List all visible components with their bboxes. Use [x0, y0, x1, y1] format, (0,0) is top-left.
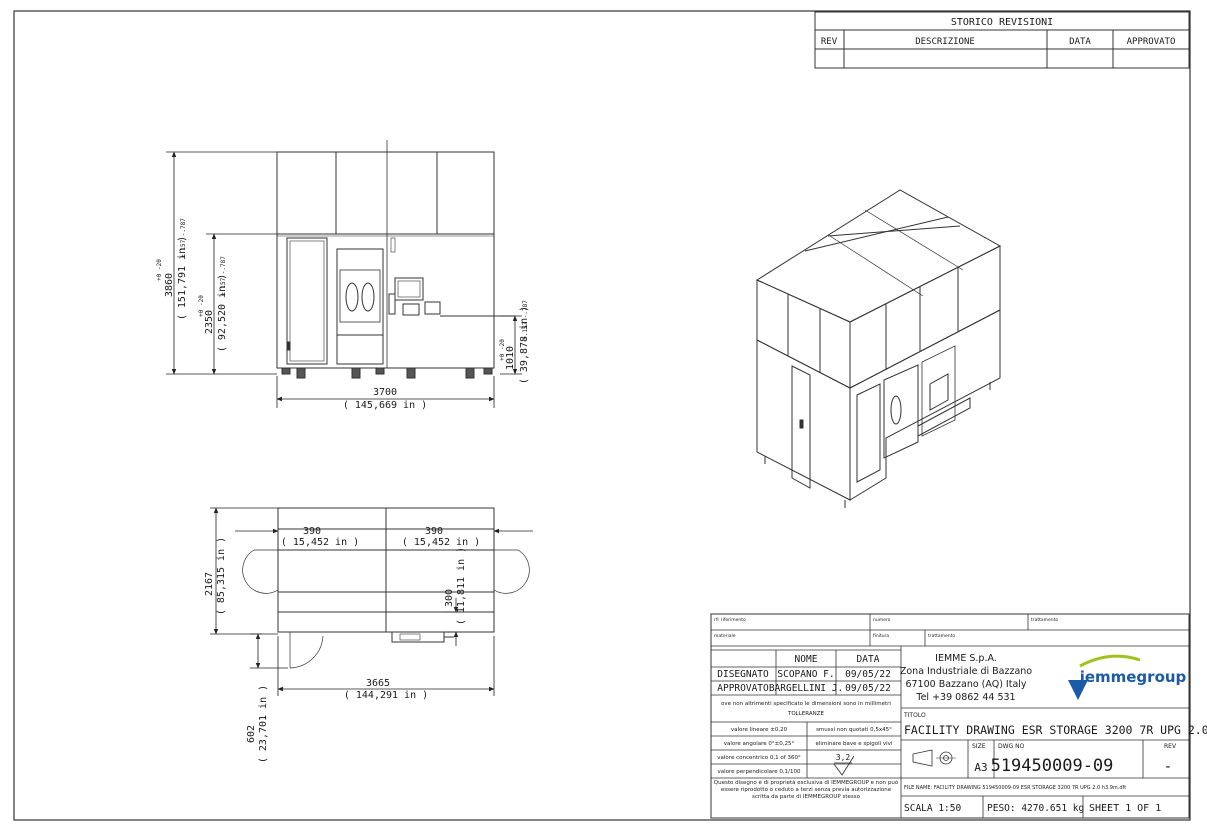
front-height-small-in: ( 39,878 in ) [519, 306, 530, 384]
top-width: 3665 [366, 678, 390, 689]
tb-mat2-label: finitura [873, 633, 889, 639]
top-depth-in: ( 85,315 in ) [216, 537, 227, 615]
tb-scale: SCALA 1:50 [904, 803, 961, 814]
top-left-clearance: 390 [303, 526, 321, 537]
top-inner: 300 [444, 589, 455, 607]
tb-company-phone: Tel +39 0862 44 531 [915, 692, 1015, 703]
tb-roughness: 3,2 [836, 753, 851, 762]
front-view-dimension-labels: 3860 +0 -20 ( 151,791 in ) +.157 -.787 2… [156, 218, 530, 411]
tb-title: FACILITY DRAWING ESR STORAGE 3200 7R UPG… [904, 723, 1207, 737]
tb-ref3-label: trattamento [1031, 617, 1058, 623]
front-height-total-in-tol: +.157 -.787 [180, 218, 187, 258]
tb-tol-angular: valore angolare 0°±0,25° [724, 741, 795, 747]
tb-tol-edges: eliminare bave e spigoli vivi [816, 741, 893, 747]
tb-size-label: SIZE [972, 743, 986, 750]
tb-company-address1: Zona Industriale di Bazzano [900, 666, 1032, 677]
top-width-in: ( 144,291 in ) [344, 690, 428, 701]
title-block [710, 613, 1190, 819]
tb-sheet: SHEET 1 OF 1 [1089, 803, 1161, 814]
tb-data-header: DATA [857, 654, 880, 665]
front-height-total: 3860 [164, 273, 175, 297]
front-height-small: 1010 [505, 346, 516, 370]
tb-file-name: FILE NAME: FACILITY DRAWING 519450009-09… [904, 785, 1126, 791]
tb-drawn-label: DISEGNATO [717, 669, 769, 680]
top-view-dimensions [210, 507, 533, 696]
top-right-clearance-in: ( 15,452 in ) [402, 537, 480, 548]
tb-ref-label: rfr riferimento [714, 617, 746, 623]
isometric-view [755, 189, 1002, 508]
sheet-border [13, 10, 1191, 821]
front-height-small-tol: +0 -20 [499, 339, 506, 361]
top-inner-in: ( 11,811 in ) [456, 547, 467, 625]
tb-approved-name: BARGELLINI J. [769, 683, 843, 694]
tb-company-address2: 67100 Bazzano (AQ) Italy [905, 679, 1026, 690]
tb-tol-concentric: valore concentrico 0,1 of 360° [717, 755, 801, 761]
tb-tol-chamfer: smussi non quotati 0,5x45° [816, 727, 892, 733]
tb-ref2-label: numero [873, 617, 891, 623]
tb-drawn-name: SCOPANO F. [777, 669, 834, 680]
tb-company-name: IEMME S.p.A. [935, 653, 997, 664]
tb-approved-date: 09/05/22 [845, 683, 891, 694]
tb-logo-text: iemmegroup [1080, 668, 1187, 686]
tb-tolerances-title: TOLLERANZE [787, 711, 825, 717]
tb-dwg-label: DWG NO [998, 743, 1025, 750]
title-block-text: rfr riferimento numero trattamento mater… [713, 617, 1207, 814]
revision-col-date: DATA [1069, 37, 1091, 47]
top-view-dimension-labels: 390 ( 15,452 in ) 390 ( 15,452 in ) 2167… [204, 526, 480, 763]
tb-legal-note: Questo disegno è di proprietà esclusiva … [713, 780, 899, 800]
front-height-mid-in-tol: +.157 -.787 [220, 256, 227, 296]
tb-weight: PESO: 4270.651 kg [987, 803, 1084, 814]
tb-rev-label: REV [1164, 743, 1177, 750]
top-view [242, 507, 530, 669]
tb-title-label: TITOLO [903, 712, 926, 719]
front-height-mid-tol: +0 -20 [198, 295, 205, 317]
tb-rev: - [1164, 759, 1172, 775]
front-height-mid-in: ( 92,520 in ) [217, 274, 228, 352]
front-height-small-in-tol: +.157 -.787 [522, 300, 529, 340]
top-depth: 2167 [204, 572, 215, 596]
revision-history-title: STORICO REVISIONI [951, 17, 1053, 28]
top-door-swing-in: ( 23,701 in ) [258, 685, 269, 763]
front-view-dimensions [166, 151, 522, 408]
front-view [276, 140, 515, 379]
tb-units-note: ove non altrimenti specificato le dimens… [721, 701, 891, 707]
revision-col-rev: REV [821, 37, 838, 47]
tb-legal-note-box: Questo disegno è di proprietà esclusiva … [713, 780, 899, 800]
top-right-clearance: 390 [425, 526, 443, 537]
tb-approved-label: APPROVATO [717, 683, 769, 694]
tb-drawn-date: 09/05/22 [845, 669, 891, 680]
tb-dwg-no: 519450009-09 [991, 756, 1114, 776]
front-width: 3700 [373, 387, 397, 398]
front-height-mid: 2350 [204, 310, 215, 334]
revision-history-table: STORICO REVISIONI REV DESCRIZIONE DATA A… [814, 11, 1190, 69]
revision-col-description: DESCRIZIONE [915, 37, 975, 47]
front-height-total-in: ( 151,791 in ) [177, 236, 188, 320]
iemmegroup-logo-icon: iemmegroup [1068, 654, 1187, 700]
top-left-clearance-in: ( 15,452 in ) [281, 537, 359, 548]
tb-nome-header: NOME [795, 654, 818, 665]
tb-tol-linear: valore lineare ±0,20 [731, 727, 788, 733]
front-width-in: ( 145,669 in ) [343, 400, 427, 411]
tb-mat3-label: trattamento [928, 633, 955, 639]
tb-mat-label: materiale [714, 633, 736, 639]
top-door-swing: 602 [246, 725, 257, 743]
tb-size: A3 [974, 761, 987, 774]
revision-col-approved: APPROVATO [1127, 37, 1176, 47]
tb-tol-perpendicular: valore perpendicolare 0,1/100 [718, 769, 801, 775]
front-height-total-tol: +0 -20 [156, 259, 163, 281]
